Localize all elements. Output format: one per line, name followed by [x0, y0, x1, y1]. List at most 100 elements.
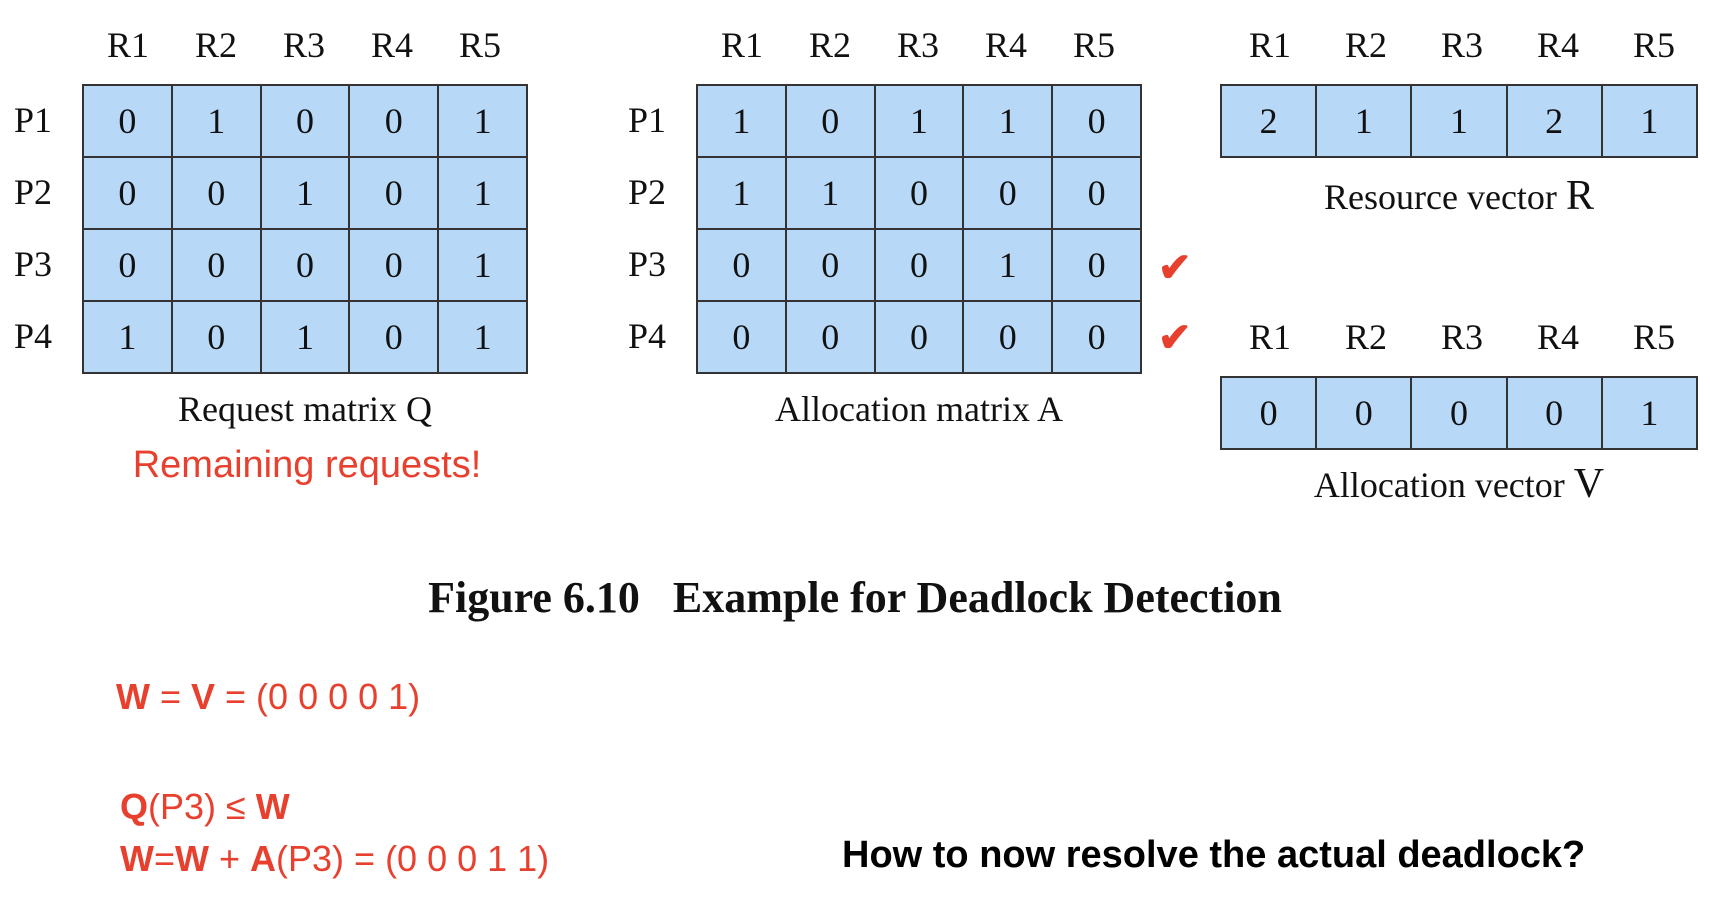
- matrix-cell: 0: [1051, 84, 1142, 158]
- formula-line-3: W=W + A(P3) = (0 0 0 1 1): [120, 838, 549, 880]
- allocation-vector-caption-text: Allocation vector: [1313, 465, 1565, 505]
- matrix-cell: 1: [784, 156, 876, 230]
- column-header: R3: [1440, 25, 1483, 65]
- question-text: How to now resolve the actual deadlock?: [842, 834, 1586, 876]
- vector-cell: 2: [1505, 84, 1603, 158]
- formula-line-2: Q(P3) ≤ W: [120, 786, 290, 828]
- table-row: 0 0 1 0 1: [82, 156, 528, 230]
- vector-cell: 0: [1505, 376, 1603, 450]
- figure-caption: Figure 6.10 Example for Deadlock Detecti…: [0, 572, 1710, 623]
- matrix-cell: 0: [82, 228, 173, 302]
- column-header: R2: [808, 25, 851, 65]
- matrix-cell: 0: [1051, 228, 1142, 302]
- matrix-cell: 0: [962, 300, 1054, 374]
- column-header: R5: [1632, 25, 1675, 65]
- row-label: P2: [628, 172, 667, 212]
- table-row: 0 0 0 1 0: [696, 228, 1142, 302]
- column-header: R2: [194, 25, 237, 65]
- column-header: R5: [458, 25, 501, 65]
- matrix-cell: 0: [873, 156, 965, 230]
- resource-vector-caption: Resource vector R: [1220, 172, 1698, 220]
- matrix-cell: 0: [873, 228, 965, 302]
- column-header: R4: [370, 25, 413, 65]
- resource-vector: 2 1 1 2 1: [1219, 84, 1699, 158]
- matrix-cell: 1: [259, 300, 351, 374]
- vector-cell: 1: [1315, 84, 1413, 158]
- matrix-cell: 1: [962, 228, 1054, 302]
- formula-text: = (0 0 0 0 1): [215, 676, 421, 717]
- matrix-cell: 1: [962, 84, 1054, 158]
- table-row: 0 0 0 0 0: [696, 300, 1142, 374]
- vector-cell: 0: [1219, 376, 1318, 450]
- table-row: 2 1 1 2 1: [1219, 84, 1699, 158]
- table-row: 1 0 1 1 0: [696, 84, 1142, 158]
- formula-w: W: [255, 786, 290, 827]
- column-header: R3: [1440, 317, 1483, 357]
- row-label: P3: [628, 244, 667, 284]
- formula-text: +: [209, 838, 251, 879]
- formula-w: W: [175, 838, 209, 879]
- vector-cell: 2: [1219, 84, 1318, 158]
- matrix-cell: 1: [437, 84, 528, 158]
- matrix-cell: 0: [1051, 300, 1142, 374]
- matrix-cell: 0: [1051, 156, 1142, 230]
- table-row: 1 1 0 0 0: [696, 156, 1142, 230]
- column-header: R3: [282, 25, 325, 65]
- formula-line-1: W = V = (0 0 0 0 1): [116, 676, 420, 718]
- column-header: R3: [896, 25, 939, 65]
- column-header: R5: [1632, 317, 1675, 357]
- matrix-cell: 1: [437, 300, 528, 374]
- matrix-cell: 0: [348, 228, 440, 302]
- allocation-vector: 0 0 0 0 1: [1219, 376, 1699, 450]
- matrix-cell: 1: [82, 300, 173, 374]
- vector-cell: 0: [1410, 376, 1508, 450]
- matrix-cell: 0: [82, 84, 173, 158]
- matrix-cell: 0: [348, 156, 440, 230]
- column-header: R1: [1248, 25, 1291, 65]
- column-header: R1: [106, 25, 149, 65]
- matrix-cell: 1: [696, 156, 787, 230]
- table-row: 1 0 1 0 1: [82, 300, 528, 374]
- figure-caption-text: Figure 6.10 Example for Deadlock Detecti…: [428, 573, 1282, 622]
- request-matrix-column-headers: R1 R2 R3 R4 R5: [84, 24, 524, 66]
- row-label: P4: [14, 316, 53, 356]
- row-label: P3: [14, 244, 53, 284]
- column-header: R4: [1536, 25, 1579, 65]
- check-mark-icon: ✔: [1158, 315, 1192, 360]
- column-header: R1: [1248, 317, 1291, 357]
- resource-vector-caption-text: Resource vector: [1324, 177, 1557, 217]
- table-row: 0 0 0 0 1: [82, 228, 528, 302]
- vector-cell: 0: [1315, 376, 1413, 450]
- matrix-cell: 0: [348, 300, 440, 374]
- request-matrix-row-labels: P1 P2 P3 P4: [14, 84, 52, 372]
- matrix-cell: 0: [170, 300, 262, 374]
- table-row: 0 0 0 0 1: [1219, 376, 1699, 450]
- column-header: R5: [1072, 25, 1115, 65]
- matrix-cell: 0: [170, 228, 262, 302]
- formula-text: =: [153, 838, 176, 879]
- check-mark-icon: ✔: [1158, 245, 1192, 290]
- allocation-vector-caption: Allocation vector V: [1220, 460, 1698, 508]
- row-label: P4: [628, 316, 667, 356]
- column-header: R1: [720, 25, 763, 65]
- allocation-matrix-caption: Allocation matrix A: [775, 389, 1063, 429]
- matrix-cell: 0: [82, 156, 173, 230]
- matrix-cell: 0: [259, 84, 351, 158]
- matrix-cell: 0: [873, 300, 965, 374]
- matrix-cell: 1: [696, 84, 787, 158]
- formula-v: V: [191, 676, 216, 717]
- row-label: P1: [628, 100, 667, 140]
- matrix-cell: 0: [696, 228, 787, 302]
- formula-text: =: [149, 676, 192, 717]
- matrix-cell: 1: [170, 84, 262, 158]
- matrix-cell: 0: [962, 156, 1054, 230]
- formula-text: (P3) ≤: [148, 786, 256, 827]
- formula-w: W: [120, 838, 154, 879]
- allocation-matrix-column-headers: R1 R2 R3 R4 R5: [698, 24, 1138, 66]
- column-header: R2: [1344, 317, 1387, 357]
- vector-cell: 1: [1600, 84, 1699, 158]
- matrix-cell: 0: [170, 156, 262, 230]
- matrix-cell: 0: [348, 84, 440, 158]
- table-row: 0 1 0 0 1: [82, 84, 528, 158]
- matrix-cell: 0: [784, 228, 876, 302]
